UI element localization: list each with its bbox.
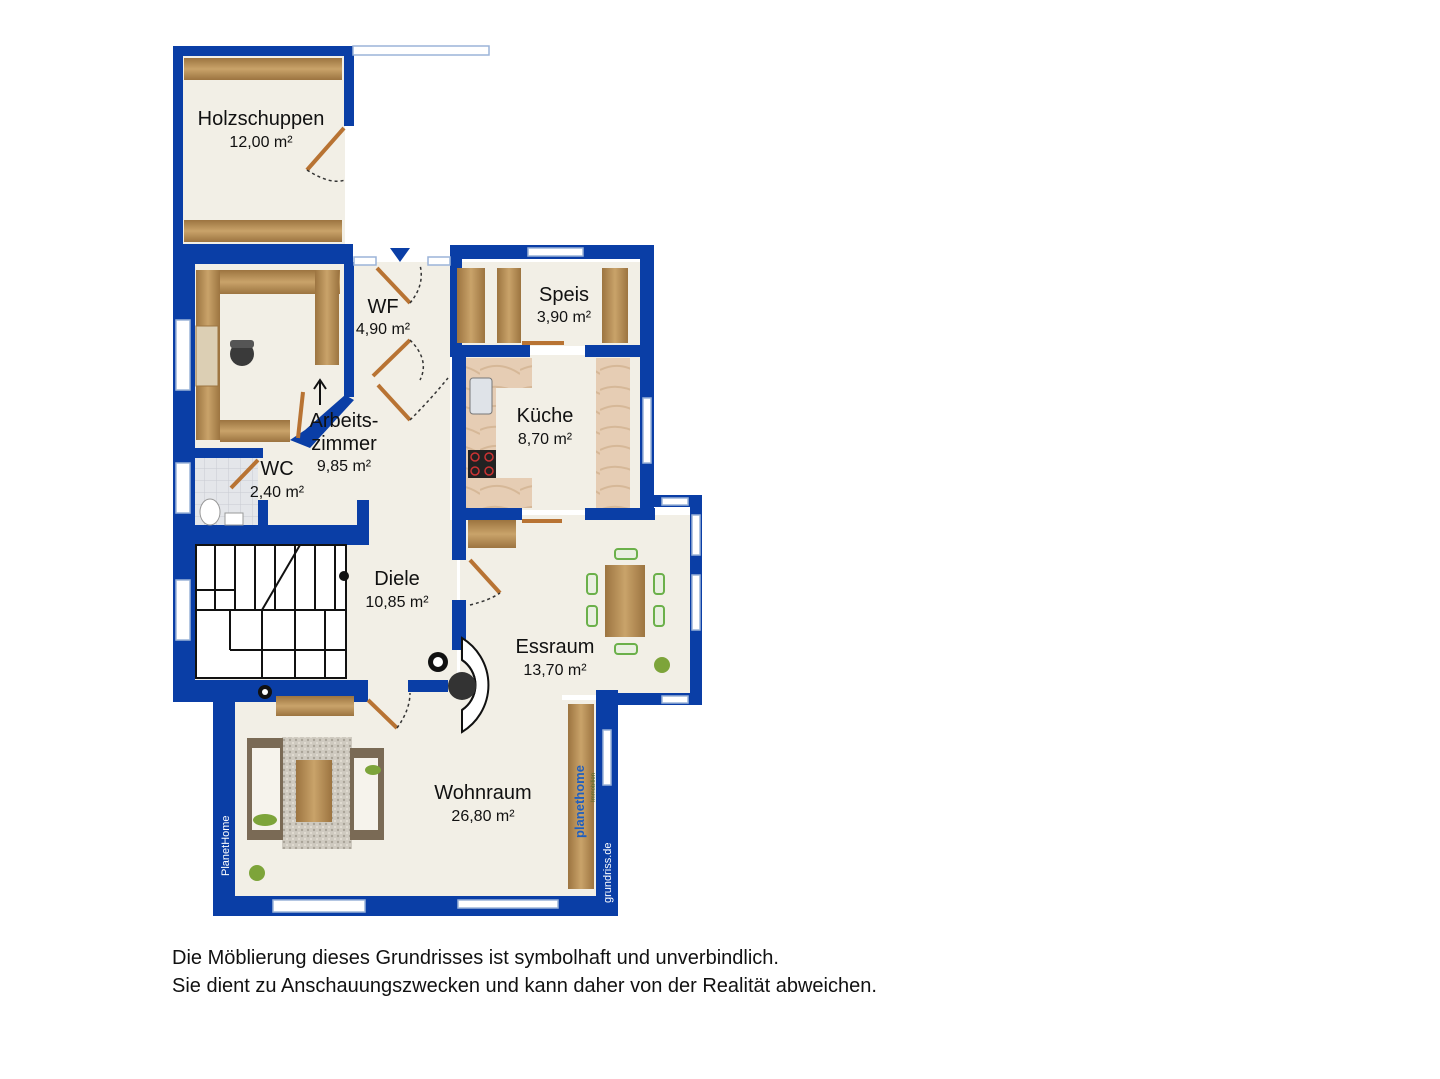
arbeitszimmer-furniture [195, 270, 340, 442]
coffee-table [296, 760, 332, 822]
main-staircase [195, 544, 349, 679]
floor-holzschuppen [182, 56, 345, 246]
label-diele: Diele [374, 568, 420, 590]
door-swings [306, 169, 501, 729]
disclaimer-line-2: Sie dient zu Anschauungszwecken und kann… [172, 975, 877, 997]
entrance-arrow-icon [390, 248, 410, 262]
area-wohnraum: 26,80 m² [451, 808, 515, 825]
floor-wf [345, 262, 450, 542]
doors [229, 126, 502, 730]
sideboard [568, 704, 594, 889]
svg-text:planethome: planethome [572, 765, 587, 838]
kitchen [466, 358, 630, 548]
dining-table [605, 565, 645, 637]
disclaimer: Die Möblierung dieses Grundrisses ist sy… [172, 944, 877, 1000]
living-room-furniture [247, 685, 594, 889]
windows [175, 45, 701, 913]
plant-icon [654, 657, 670, 673]
label-essraum: Essraum [516, 636, 595, 658]
cooktop-icon [468, 450, 496, 478]
plant-icon [249, 865, 265, 881]
spiral-staircase [428, 636, 490, 734]
area-wc: 2,40 m² [250, 484, 305, 501]
area-diele: 10,85 m² [365, 594, 429, 611]
area-holzschuppen: 12,00 m² [229, 134, 293, 151]
label-wc: WC [260, 458, 293, 480]
label-arbeitszimmer-1: Arbeits- [310, 410, 379, 432]
area-kueche: 8,70 m² [518, 431, 573, 448]
label-arbeitszimmer-2: zimmer [311, 433, 377, 455]
label-holzschuppen: Holzschuppen [198, 108, 325, 130]
toilet-icon [199, 498, 221, 526]
label-wohnraum: Wohnraum [434, 782, 531, 804]
label-wf: WF [367, 296, 398, 318]
area-speis: 3,90 m² [537, 309, 592, 326]
label-kueche: Küche [517, 405, 574, 427]
dining-set [586, 548, 670, 673]
svg-text:Immobilien: Immobilien [591, 773, 597, 802]
label-speis: Speis [539, 284, 589, 306]
planethome-logo: planethome Immobilien [572, 765, 597, 838]
area-wf: 4,90 m² [356, 321, 411, 338]
area-arbeitszimmer: 9,85 m² [317, 458, 372, 475]
speis-shelves [457, 268, 628, 345]
wc-fixtures [199, 498, 244, 526]
room-labels: Holzschuppen 12,00 m² WF 4,90 m² Speis 3… [198, 108, 595, 825]
woodpiles [184, 58, 342, 242]
area-essraum: 13,70 m² [523, 662, 587, 679]
disclaimer-line-1: Die Möblierung dieses Grundrisses ist sy… [172, 947, 779, 969]
grundriss-wall-text: grundriss.de [602, 842, 614, 903]
arrow-up-icon [313, 378, 327, 405]
sink-icon [469, 377, 493, 415]
planethome-wall-text: PlanetHome [220, 815, 232, 876]
